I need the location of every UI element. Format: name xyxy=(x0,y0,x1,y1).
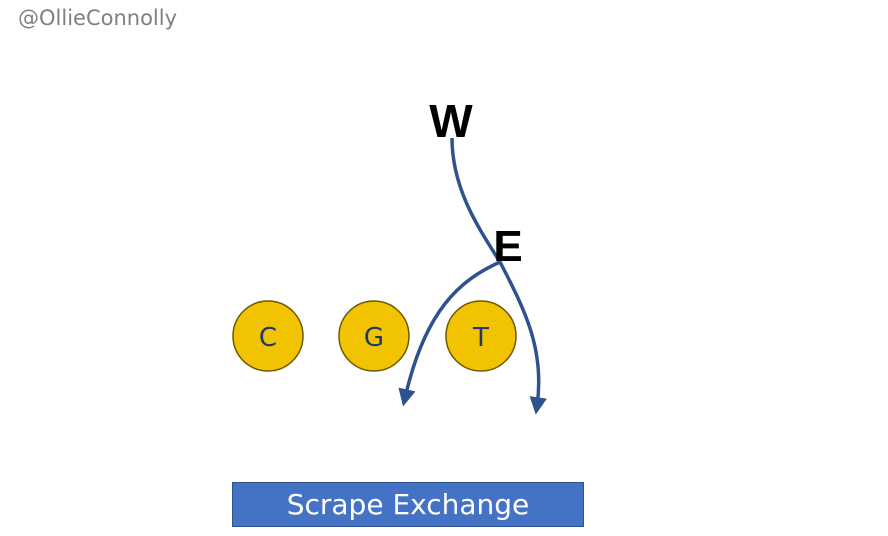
lineman-tackle: T xyxy=(445,300,517,372)
w-route-arrow xyxy=(450,137,547,415)
lineman-label: G xyxy=(364,323,384,353)
defender-e-label: E xyxy=(493,222,522,271)
lineman-circle xyxy=(232,300,304,372)
defender-w-label: W xyxy=(429,95,473,147)
lineman-label: T xyxy=(472,323,489,353)
e-route-arrow xyxy=(398,260,501,407)
lineman-circle xyxy=(338,300,410,372)
diagram-caption: Scrape Exchange xyxy=(232,482,584,527)
author-handle: @OllieConnolly xyxy=(18,6,178,30)
lineman-guard: G xyxy=(338,300,410,372)
lineman-label: C xyxy=(259,323,277,353)
lineman-circle xyxy=(445,300,517,372)
lineman-center: C xyxy=(232,300,304,372)
